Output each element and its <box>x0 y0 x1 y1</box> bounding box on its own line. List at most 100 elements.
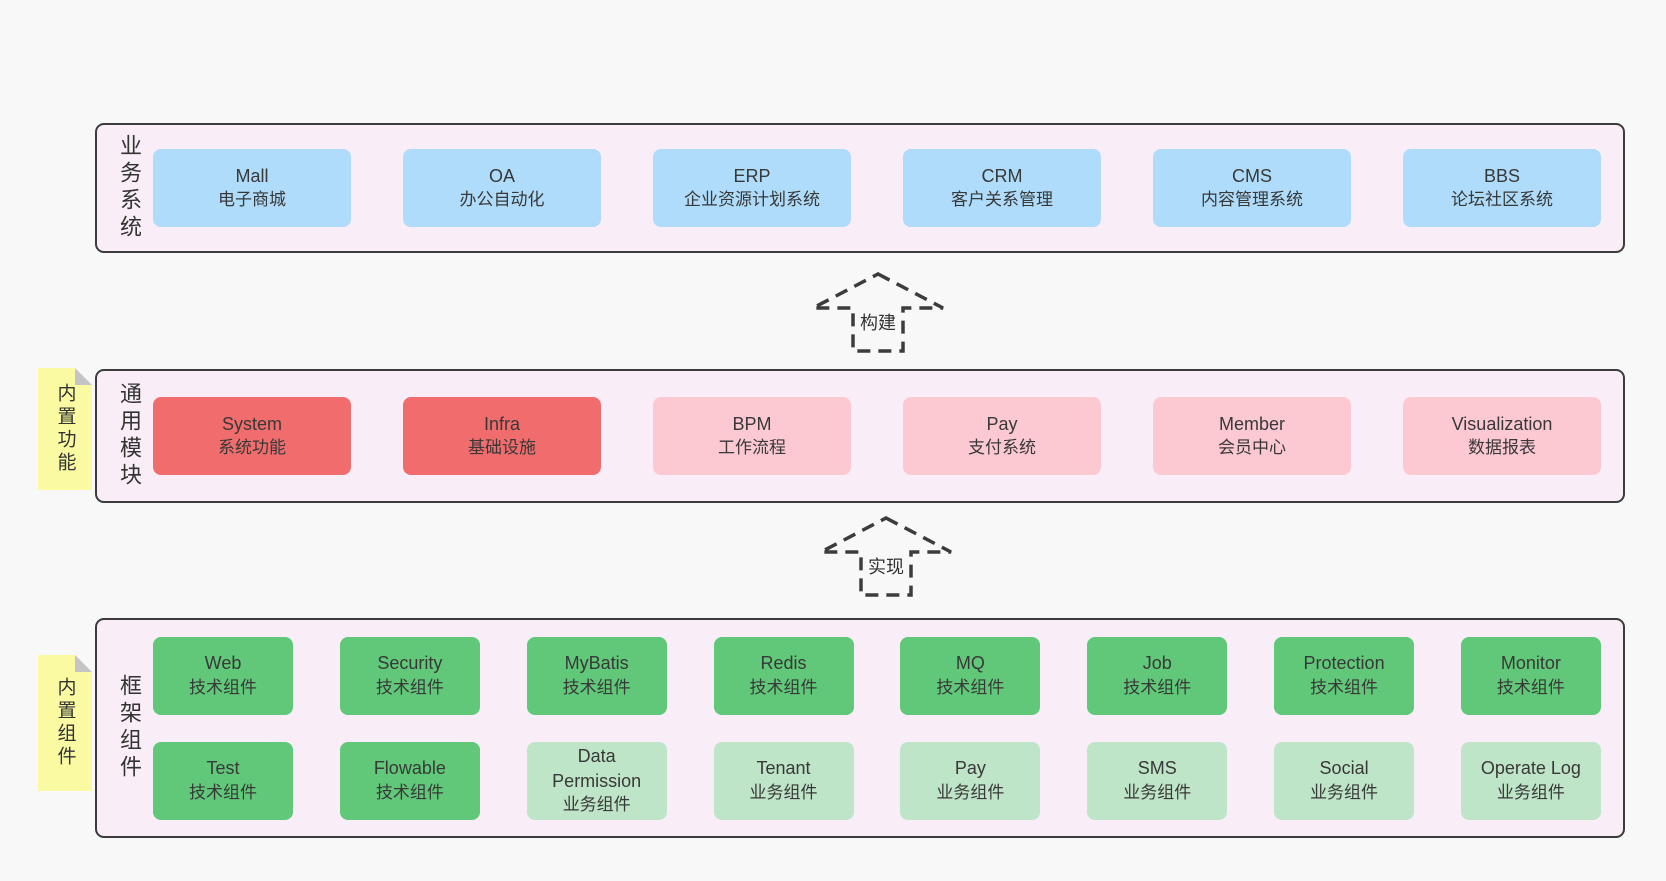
module-box: BPM 工作流程 <box>653 397 851 475</box>
module-subtitle: 系统功能 <box>218 438 286 458</box>
module-title: System <box>221 413 282 434</box>
panel-business-systems: 业务系统 Mall 电子商城 OA 办公自动化 ERP 企业资源计划系统 <box>95 123 1625 253</box>
module-title: Pay <box>954 758 986 779</box>
module-subtitle: 内容管理系统 <box>1201 190 1303 210</box>
module-subtitle: 电子商城 <box>218 190 286 210</box>
module-subtitle: 会员中心 <box>1218 438 1286 458</box>
sticky-note-label: 内置组件 <box>54 677 76 769</box>
arrow-label: 实现 <box>864 553 908 579</box>
module-title: Visualization <box>1451 413 1553 434</box>
module-box: Security 技术组件 <box>339 636 480 715</box>
module-title: Test <box>206 758 240 779</box>
module-box: Protection 技术组件 <box>1274 636 1415 715</box>
module-subtitle: 业务组件 <box>936 782 1005 802</box>
module-title: Infra <box>483 413 521 434</box>
module-subtitle: 工作流程 <box>718 438 786 458</box>
module-box: CRM 客户关系管理 <box>903 149 1101 227</box>
module-box: Data Permission 业务组件 <box>526 741 667 820</box>
module-box: MyBatis 技术组件 <box>526 636 667 715</box>
module-box: Test 技术组件 <box>153 741 293 820</box>
module-title: MyBatis <box>564 653 629 674</box>
sticky-note-built-in-components: 内置组件 <box>38 655 92 791</box>
module-subtitle: 办公自动化 <box>459 190 545 210</box>
panel-side-label: 框架组件 <box>117 674 142 782</box>
module-subtitle: 业务组件 <box>749 782 818 802</box>
module-title: Job <box>1142 653 1172 674</box>
box-grid: Web 技术组件 Security 技术组件 MyBatis 技术组件 Redi… <box>153 620 1601 836</box>
module-subtitle: 技术组件 <box>1123 677 1192 697</box>
module-box: Mall 电子商城 <box>153 149 351 227</box>
sticky-note-built-in-functions: 内置功能 <box>38 368 92 490</box>
module-subtitle: 技术组件 <box>1310 677 1379 697</box>
module-subtitle: 业务组件 <box>1310 782 1379 802</box>
module-subtitle: 技术组件 <box>936 677 1005 697</box>
module-box: Visualization 数据报表 <box>1403 397 1601 475</box>
module-title: Mall <box>235 165 269 186</box>
folded-corner-icon <box>75 655 92 672</box>
sticky-note-label: 内置功能 <box>54 383 76 475</box>
module-title: Protection <box>1303 653 1385 674</box>
module-subtitle: 技术组件 <box>189 782 257 802</box>
module-box: Member 会员中心 <box>1153 397 1351 475</box>
module-subtitle: 技术组件 <box>1496 677 1565 697</box>
module-subtitle: 基础设施 <box>468 438 536 458</box>
module-title: Flowable <box>373 758 446 779</box>
panel-framework-components: 框架组件 Web 技术组件 Security 技术组件 MyBatis 技术组件 <box>95 618 1625 838</box>
module-title: Web <box>204 653 242 674</box>
panel-common-modules: 通用模块 System 系统功能 Infra 基础设施 BPM 工作流程 <box>95 369 1625 503</box>
arrow-label: 构建 <box>856 309 900 335</box>
module-subtitle: 技术组件 <box>749 677 818 697</box>
module-box: Pay 业务组件 <box>900 741 1041 820</box>
panel-side-label: 业务系统 <box>117 134 142 242</box>
module-box: Social 业务组件 <box>1274 741 1415 820</box>
module-title: MQ <box>955 653 985 674</box>
folded-corner-icon <box>75 368 92 385</box>
module-title: OA <box>488 165 515 186</box>
module-box: Monitor 技术组件 <box>1460 636 1601 715</box>
module-title: CMS <box>1232 165 1272 186</box>
module-title: Data Permission <box>552 746 642 791</box>
module-subtitle: 技术组件 <box>375 677 444 697</box>
module-subtitle: 业务组件 <box>562 794 631 814</box>
module-title: Redis <box>760 653 807 674</box>
panel-side-label: 通用模块 <box>117 382 142 490</box>
module-box: Job 技术组件 <box>1087 636 1228 715</box>
module-box: Operate Log 业务组件 <box>1460 741 1601 820</box>
module-subtitle: 支付系统 <box>968 438 1036 458</box>
box-row: Mall 电子商城 OA 办公自动化 ERP 企业资源计划系统 CRM 客户关系… <box>153 125 1601 251</box>
module-subtitle: 业务组件 <box>1496 782 1565 802</box>
box-row: System 系统功能 Infra 基础设施 BPM 工作流程 Pay 支付系统 <box>153 371 1601 501</box>
module-title: CRM <box>981 165 1023 186</box>
module-subtitle: 论坛社区系统 <box>1451 190 1553 210</box>
module-title: SMS <box>1137 758 1177 779</box>
module-box: Redis 技术组件 <box>713 636 854 715</box>
module-title: Pay <box>986 413 1018 434</box>
module-box: ERP 企业资源计划系统 <box>653 149 851 227</box>
module-box: System 系统功能 <box>153 397 351 475</box>
module-box: MQ 技术组件 <box>900 636 1041 715</box>
module-title: Tenant <box>756 758 811 779</box>
module-title: Social <box>1319 758 1369 779</box>
module-subtitle: 技术组件 <box>189 677 257 697</box>
module-title: ERP <box>733 165 771 186</box>
module-box: Pay 支付系统 <box>903 397 1101 475</box>
module-title: BPM <box>732 413 772 434</box>
module-box: CMS 内容管理系统 <box>1153 149 1351 227</box>
module-box: OA 办公自动化 <box>403 149 601 227</box>
module-title: Operate Log <box>1480 758 1581 779</box>
module-title: Security <box>377 653 443 674</box>
module-title: Member <box>1218 413 1285 434</box>
module-box: Infra 基础设施 <box>403 397 601 475</box>
module-title: Monitor <box>1500 653 1561 674</box>
module-title: BBS <box>1483 165 1521 186</box>
module-subtitle: 企业资源计划系统 <box>684 190 820 210</box>
implement-arrow: 实现 <box>818 515 954 599</box>
module-box: BBS 论坛社区系统 <box>1403 149 1601 227</box>
module-box: Flowable 技术组件 <box>339 741 480 820</box>
module-subtitle: 业务组件 <box>1123 782 1192 802</box>
module-subtitle: 技术组件 <box>562 677 631 697</box>
module-box: Tenant 业务组件 <box>713 741 854 820</box>
module-box: Web 技术组件 <box>153 636 293 715</box>
module-subtitle: 客户关系管理 <box>951 190 1053 210</box>
